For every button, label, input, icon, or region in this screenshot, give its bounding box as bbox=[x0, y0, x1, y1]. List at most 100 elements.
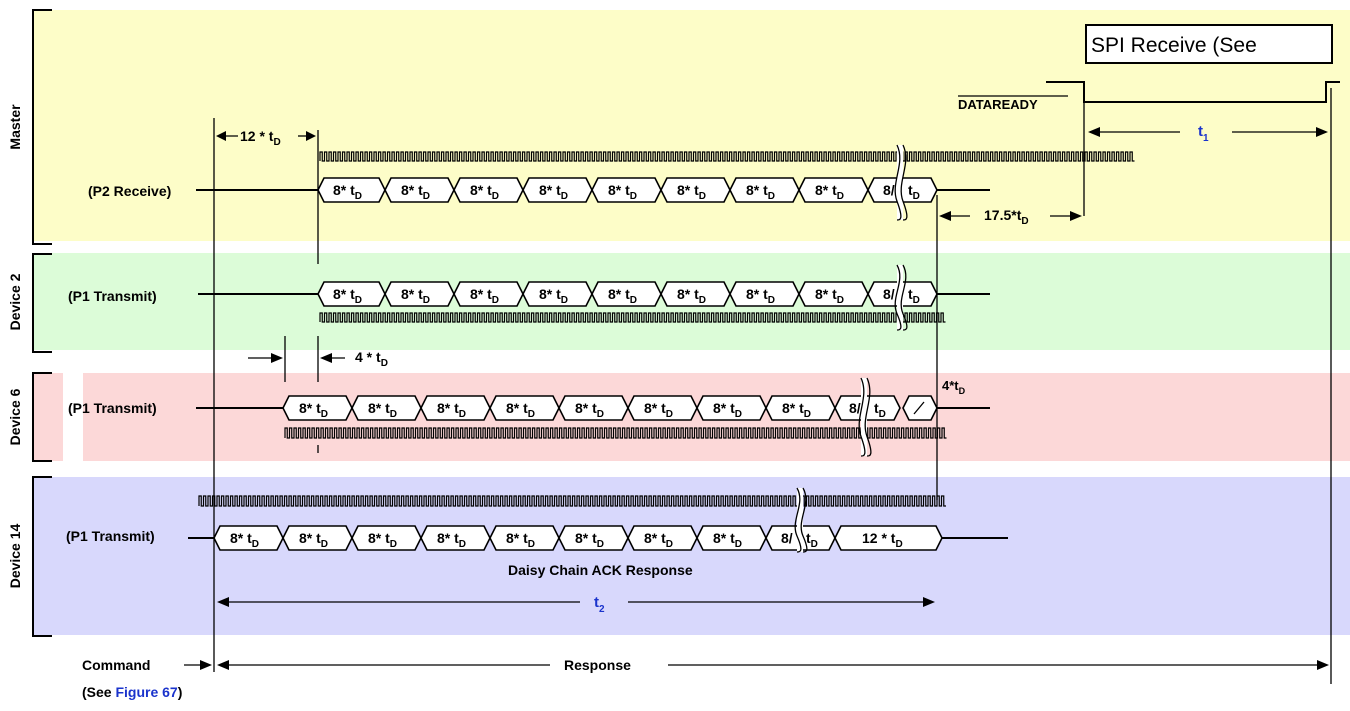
device14-bus-byte-8-label: 8* tD bbox=[713, 530, 742, 550]
figure-67-link[interactable]: Figure 67 bbox=[115, 684, 177, 700]
master-bracket bbox=[32, 9, 52, 245]
device14-clock bbox=[198, 495, 946, 507]
command-label: Command bbox=[82, 657, 150, 673]
master-clock bbox=[319, 151, 1135, 162]
device6-bus-byte-1-label: 8* tD bbox=[299, 400, 328, 420]
device2-break-right bbox=[900, 264, 908, 331]
device2-bus-byte-2-label: 8* tD bbox=[401, 286, 430, 306]
daisy-chain-label: Daisy Chain ACK Response bbox=[508, 562, 693, 578]
d4b-label: 4*tD bbox=[942, 378, 966, 396]
device6-bus-byte-2-label: 8* tD bbox=[368, 400, 397, 420]
break-marks bbox=[794, 144, 908, 553]
device14-bus-byte-7-label: 8* tD bbox=[644, 530, 673, 550]
spi-receive-label: SPI Receive (See bbox=[1091, 34, 1257, 57]
device14-bus-byte-5-label: 8* tD bbox=[506, 530, 535, 550]
device6-tail-label: tD bbox=[874, 400, 886, 420]
device6-clock bbox=[284, 427, 947, 439]
device14-bus-byte-1-label: 8* tD bbox=[230, 530, 259, 550]
device2-clock bbox=[319, 312, 946, 323]
device2-signal-label: (P1 Transmit) bbox=[68, 288, 157, 304]
master-bus-byte-7-label: 8* tD bbox=[746, 182, 775, 202]
device14-bus-byte-2-label: 8* tD bbox=[299, 530, 328, 550]
d175-arrowhead-right bbox=[1070, 211, 1082, 221]
master-bus-byte-3-label: 8* tD bbox=[470, 182, 499, 202]
device14-title: Device 14 bbox=[7, 523, 23, 588]
device2-tail-label: tD bbox=[908, 286, 920, 306]
device14-break-left bbox=[794, 487, 802, 553]
device6-bus-last-byte bbox=[902, 395, 938, 421]
device6-bus-byte-8-label: 8* tD bbox=[782, 400, 811, 420]
device14-signal-label: (P1 Transmit) bbox=[66, 528, 155, 544]
master-bus-byte-2-label: 8* tD bbox=[401, 182, 430, 202]
dataready-label: DATAREADY bbox=[958, 97, 1038, 112]
device2-bus-byte-4-label: 8* tD bbox=[539, 286, 568, 306]
master-title: Master bbox=[7, 104, 23, 150]
device2-break-left bbox=[894, 264, 902, 331]
device6-bus-byte-5-label: 8* tD bbox=[575, 400, 604, 420]
d12-label: 12 * tD bbox=[240, 128, 281, 148]
device2-bus-byte-3-label: 8* tD bbox=[470, 286, 499, 306]
device6-bracket bbox=[32, 372, 52, 462]
device6-title: Device 6 bbox=[7, 388, 23, 445]
device6-break-fill bbox=[861, 378, 867, 456]
spi-receive-box bbox=[1085, 24, 1333, 64]
d12-arrowhead-right bbox=[306, 131, 316, 141]
see-figure-label: (See Figure 67) bbox=[82, 684, 182, 700]
device2-break-fill bbox=[897, 265, 903, 330]
master-bus-byte-6-label: 8* tD bbox=[677, 182, 706, 202]
master-break-left bbox=[894, 144, 902, 221]
device14-break-right bbox=[800, 487, 808, 553]
master-partial-label: 8/ bbox=[883, 182, 895, 198]
device6-break-right bbox=[864, 377, 872, 457]
bus-segments: 8* tD 8* tD 8* tD 8* tD 8* tD 8* tD 8* tD 8* tD… bbox=[188, 177, 1008, 551]
device6-bus-byte-6-label: 8* tD bbox=[644, 400, 673, 420]
master-signal-label: (P2 Receive) bbox=[88, 183, 171, 199]
d4-label: 4 * tD bbox=[355, 349, 388, 369]
master-tail-label: tD bbox=[908, 182, 920, 202]
t1-arrowhead-right bbox=[1316, 127, 1328, 137]
device14-bus-byte-6-label: 8* tD bbox=[575, 530, 604, 550]
device2-bus-byte-8-label: 8* tD bbox=[815, 286, 844, 306]
t1-arrowhead-left bbox=[1088, 127, 1100, 137]
device2-title: Device 2 bbox=[7, 273, 23, 330]
master-break-fill bbox=[897, 145, 903, 220]
device6-signal-label: (P1 Transmit) bbox=[68, 400, 157, 416]
t2-arrowhead-right bbox=[923, 597, 935, 607]
device6-bus-byte-3-label: 8* tD bbox=[437, 400, 466, 420]
d175-label: 17.5*tD bbox=[984, 207, 1029, 227]
device6-bus-byte-7-label: 8* tD bbox=[713, 400, 742, 420]
device14-partial-label: 8/ bbox=[781, 530, 793, 546]
master-bus-byte-5-label: 8* tD bbox=[608, 182, 637, 202]
master-bus-byte-8-label: 8* tD bbox=[815, 182, 844, 202]
dataready-waveform bbox=[1046, 81, 1340, 103]
device14-bus-byte-4-label: 8* tD bbox=[437, 530, 466, 550]
master-bus-byte-1-label: 8* tD bbox=[333, 182, 362, 202]
response-label: Response bbox=[564, 657, 631, 673]
master-break-right bbox=[900, 144, 908, 221]
device2-partial-label: 8/ bbox=[883, 286, 895, 302]
device6-row-bg-left bbox=[33, 373, 63, 461]
response-arrowhead-right bbox=[1317, 660, 1329, 670]
device14-bracket bbox=[32, 476, 52, 637]
clock-waveforms bbox=[198, 151, 1135, 507]
device2-bus-byte-7-label: 8* tD bbox=[746, 286, 775, 306]
t1-label: t1 bbox=[1198, 123, 1209, 144]
device2-bus-byte-6-label: 8* tD bbox=[677, 286, 706, 306]
device6-bus-byte-4-label: 8* tD bbox=[506, 400, 535, 420]
device14-tail-label: tD bbox=[806, 530, 818, 550]
master-bus-byte-4-label: 8* tD bbox=[539, 182, 568, 202]
device14-break-fill bbox=[797, 488, 803, 552]
device14-bus-byte-3-label: 8* tD bbox=[368, 530, 397, 550]
device6-last-slash bbox=[913, 401, 925, 415]
d4-arrowhead-left bbox=[271, 353, 283, 363]
device2-bracket bbox=[32, 253, 52, 353]
t2-label: t2 bbox=[594, 594, 605, 615]
device2-bus-byte-5-label: 8* tD bbox=[608, 286, 637, 306]
command-arrowhead bbox=[200, 660, 212, 670]
device14-final-label: 12 * tD bbox=[862, 530, 903, 550]
device6-break-left bbox=[858, 377, 866, 457]
device6-partial-label: 8/ bbox=[849, 400, 861, 416]
device2-bus-byte-1-label: 8* tD bbox=[333, 286, 362, 306]
device14-bus-final-segment bbox=[834, 525, 943, 551]
